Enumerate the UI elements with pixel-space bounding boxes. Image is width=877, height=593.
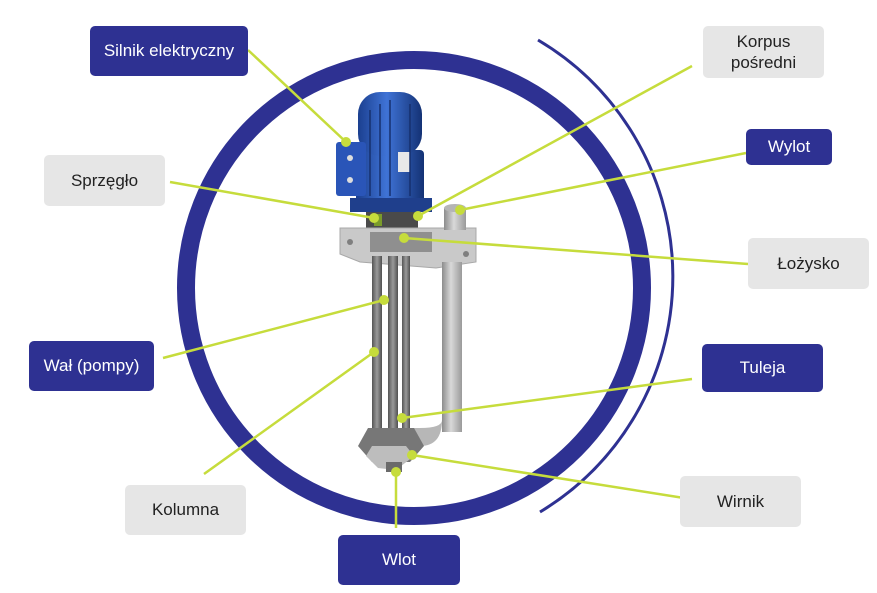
label-tuleja: Tuleja bbox=[702, 344, 823, 392]
outline-ring bbox=[177, 51, 651, 525]
outer-arc bbox=[537, 38, 675, 514]
dot-wal bbox=[379, 295, 389, 305]
leader-sprzeglo bbox=[169, 180, 375, 220]
label-wal-pompy: Wał (pompy) bbox=[29, 341, 154, 391]
label-wirnik: Wirnik bbox=[680, 476, 801, 527]
leader-wirnik bbox=[411, 453, 685, 500]
label-korpus-posredni: Korpus pośredni bbox=[703, 26, 824, 78]
dot-kolumna bbox=[369, 347, 379, 357]
dot-silnik bbox=[341, 137, 351, 147]
dot-tuleja bbox=[397, 413, 407, 423]
dot-lozysko bbox=[399, 233, 409, 243]
dot-wirnik bbox=[407, 450, 417, 460]
dot-wylot bbox=[455, 205, 465, 215]
leader-lozysko bbox=[403, 236, 749, 266]
label-lozysko: Łożysko bbox=[748, 238, 869, 289]
leader-wal bbox=[162, 298, 385, 360]
leader-tuleja bbox=[401, 377, 693, 420]
label-sprzeglo: Sprzęgło bbox=[44, 155, 165, 206]
leader-korpus bbox=[417, 64, 693, 218]
label-silnik-elektryczny: Silnik elektryczny bbox=[90, 26, 248, 76]
dot-sprzeglo bbox=[369, 213, 379, 223]
leader-silnik bbox=[247, 49, 347, 143]
label-kolumna: Kolumna bbox=[125, 485, 246, 535]
dot-wlot bbox=[391, 467, 401, 477]
label-wlot: Wlot bbox=[338, 535, 460, 585]
leader-wylot bbox=[459, 151, 747, 212]
leader-kolumna bbox=[203, 350, 375, 476]
label-wylot: Wylot bbox=[746, 129, 832, 165]
dot-korpus bbox=[413, 211, 423, 221]
